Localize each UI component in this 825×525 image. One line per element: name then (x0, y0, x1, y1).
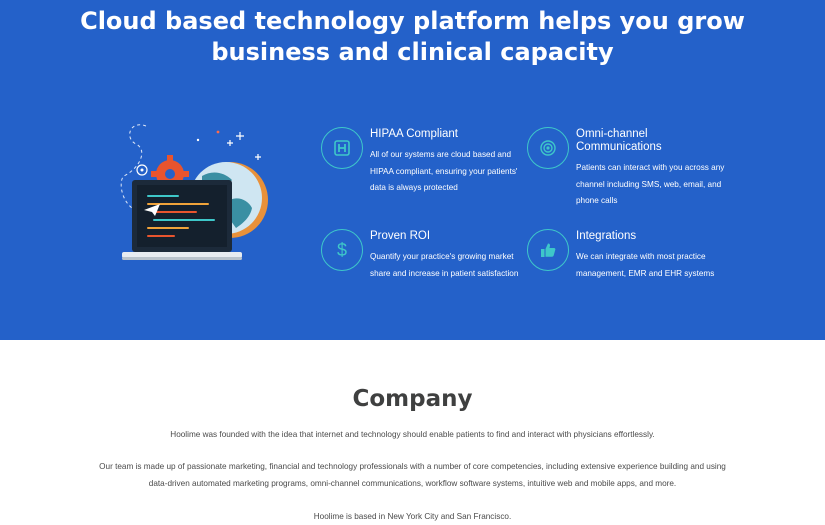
feature-title: Omni-channel Communications (576, 128, 662, 153)
feature-omni-channel: Omni-channel Communications Patients can… (527, 127, 727, 211)
laptop-globe-illustration (118, 118, 278, 268)
dollar-icon: $ (321, 229, 363, 271)
company-title: Company (352, 386, 473, 412)
hero-title: Cloud based technology platform helps yo… (0, 6, 825, 68)
hero-title-line2: business and clinical capacity (211, 38, 614, 66)
company-paragraph-1: Hoolime was founded with the idea that i… (170, 430, 655, 439)
feature-integrations: Integrations We can integrate with most … (527, 229, 727, 289)
target-icon (527, 127, 569, 169)
feature-hipaa: HIPAA Compliant All of our systems are c… (321, 127, 521, 197)
feature-description: Patients can interact with you across an… (576, 163, 725, 205)
svg-text:$: $ (337, 240, 347, 260)
hospital-h-icon (321, 127, 363, 169)
feature-title: Proven ROI (370, 230, 431, 242)
hero-title-line1: Cloud based technology platform helps yo… (80, 7, 745, 35)
company-section: Company Hoolime was founded with the ide… (0, 340, 825, 525)
feature-description: Quantify your practice's growing market … (370, 252, 519, 278)
feature-proven-roi: $ Proven ROI Quantify your practice's gr… (321, 229, 521, 299)
feature-description: All of our systems are cloud based and H… (370, 150, 518, 192)
feature-title: HIPAA Compliant (370, 128, 458, 140)
feature-title: Integrations (576, 230, 637, 242)
feature-description: We can integrate with most practice mana… (576, 252, 715, 278)
hero-section: Cloud based technology platform helps yo… (0, 0, 825, 340)
thumbs-up-icon (527, 229, 569, 271)
company-paragraph-3: Hoolime is based in New York City and Sa… (313, 512, 512, 521)
company-paragraph-2: Our team is made up of passionate market… (99, 462, 726, 488)
